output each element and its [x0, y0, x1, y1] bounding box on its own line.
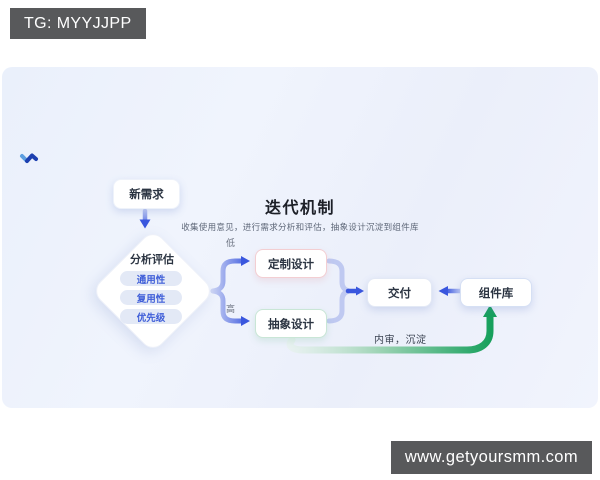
- node-delivery: 交付: [367, 278, 432, 307]
- edge-label-low: 低: [226, 238, 236, 248]
- node-abstract-design: 抽象设计: [255, 309, 327, 338]
- criteria-pill-generality: 通用性: [120, 271, 182, 286]
- criteria-pill-priority: 优先级: [120, 309, 182, 324]
- edge-label-high: 高: [226, 304, 236, 314]
- diagram-canvas: 迭代机制 收集使用意见，进行需求分析和评估，抽象设计沉淀到组件库: [2, 67, 598, 408]
- page-subtitle: 收集使用意见，进行需求分析和评估，抽象设计沉淀到组件库: [181, 222, 419, 232]
- node-component-library-label: 组件库: [478, 287, 514, 300]
- node-component-library: 组件库: [460, 278, 532, 307]
- node-custom-design-label: 定制设计: [268, 258, 314, 271]
- website-watermark-text: www.getyoursmm.com: [404, 448, 578, 466]
- website-watermark-badge: www.getyoursmm.com: [390, 441, 592, 474]
- node-new-requirement-label: 新需求: [129, 189, 164, 201]
- node-custom-design: 定制设计: [255, 249, 327, 278]
- telegram-watermark-badge: TG: MYYJJPP: [10, 8, 146, 39]
- page-title: 迭代机制: [264, 200, 335, 217]
- telegram-watermark-text: TG: MYYJJPP: [24, 14, 132, 32]
- node-delivery-label: 交付: [388, 287, 411, 300]
- criteria-pill-reusability: 复用性: [120, 290, 182, 305]
- node-analysis-title: 分析评估: [130, 254, 174, 266]
- brand-logo-icon: [20, 153, 38, 163]
- node-new-requirement: 新需求: [113, 179, 180, 209]
- feedback-edge-label: 内审，沉淀: [374, 335, 427, 346]
- node-abstract-design-label: 抽象设计: [268, 318, 314, 331]
